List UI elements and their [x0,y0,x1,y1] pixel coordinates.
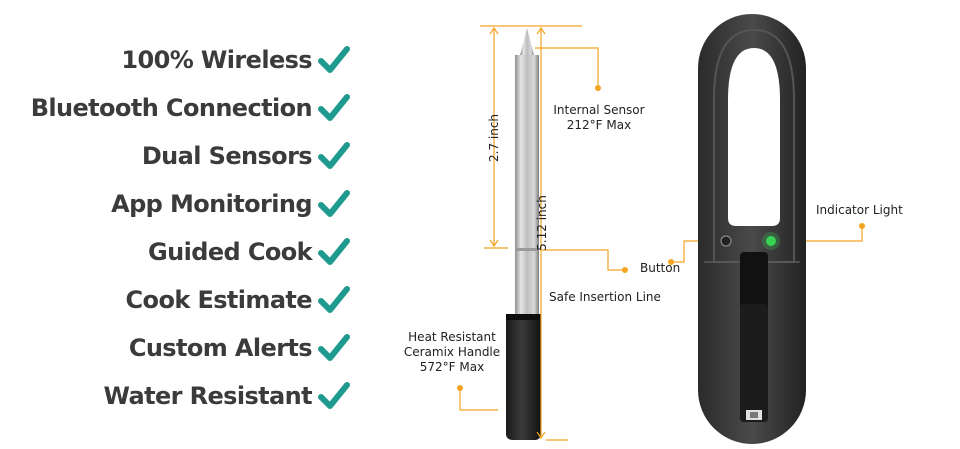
checkmark-icon [318,286,350,313]
feature-bluetooth: Bluetooth Connection [31,88,350,128]
callout-dots [457,85,865,391]
feature-app-monitoring: App Monitoring [111,184,350,224]
dimension-lines [480,25,582,441]
sensor-length-label: 2.7 inch [487,113,501,162]
checkmark-icon [318,334,350,361]
checkmark-icon [318,94,350,121]
feature-label: App Monitoring [111,190,312,218]
case-window [728,48,780,226]
feature-dual-sensors: Dual Sensors [142,136,350,176]
feature-guided-cook: Guided Cook [148,232,350,272]
feature-custom-alerts: Custom Alerts [129,328,350,368]
feature-label: Bluetooth Connection [30,94,313,122]
button-callout: Button [640,261,681,275]
indicator-light-icon [766,236,776,246]
feature-label: Guided Cook [148,238,313,266]
feature-label: Custom Alerts [128,334,313,362]
total-length-label: 5.12 inch [535,195,549,251]
checkmark-icon [318,46,350,73]
feature-wireless: 100% Wireless [121,40,350,80]
checkmark-icon [318,382,350,409]
probe-shaft [515,55,539,317]
safe-insertion-mark [515,248,539,251]
feature-water-resistant: Water Resistant [103,376,350,416]
feature-label: Dual Sensors [141,142,313,170]
charging-case [698,14,806,444]
feature-cook-estimate: Cook Estimate [126,280,350,320]
safe-insertion-callout: Safe Insertion Line [549,290,661,304]
checkmark-icon [318,238,350,265]
probe-tip [520,28,534,55]
checkmark-icon [318,190,350,217]
handle-callout: Heat Resistant Ceramix Handle 572°F Max [403,330,501,374]
power-button-icon[interactable] [720,235,732,247]
feature-label: Water Resistant [103,382,312,410]
indicator-light-callout: Indicator Light [816,203,903,217]
feature-label: Cook Estimate [125,286,313,314]
probe-handle [506,314,541,440]
checkmark-icon [318,142,350,169]
probe [506,28,541,440]
internal-sensor-callout: Internal Sensor 212°F Max [553,103,645,132]
feature-label: 100% Wireless [121,46,312,74]
